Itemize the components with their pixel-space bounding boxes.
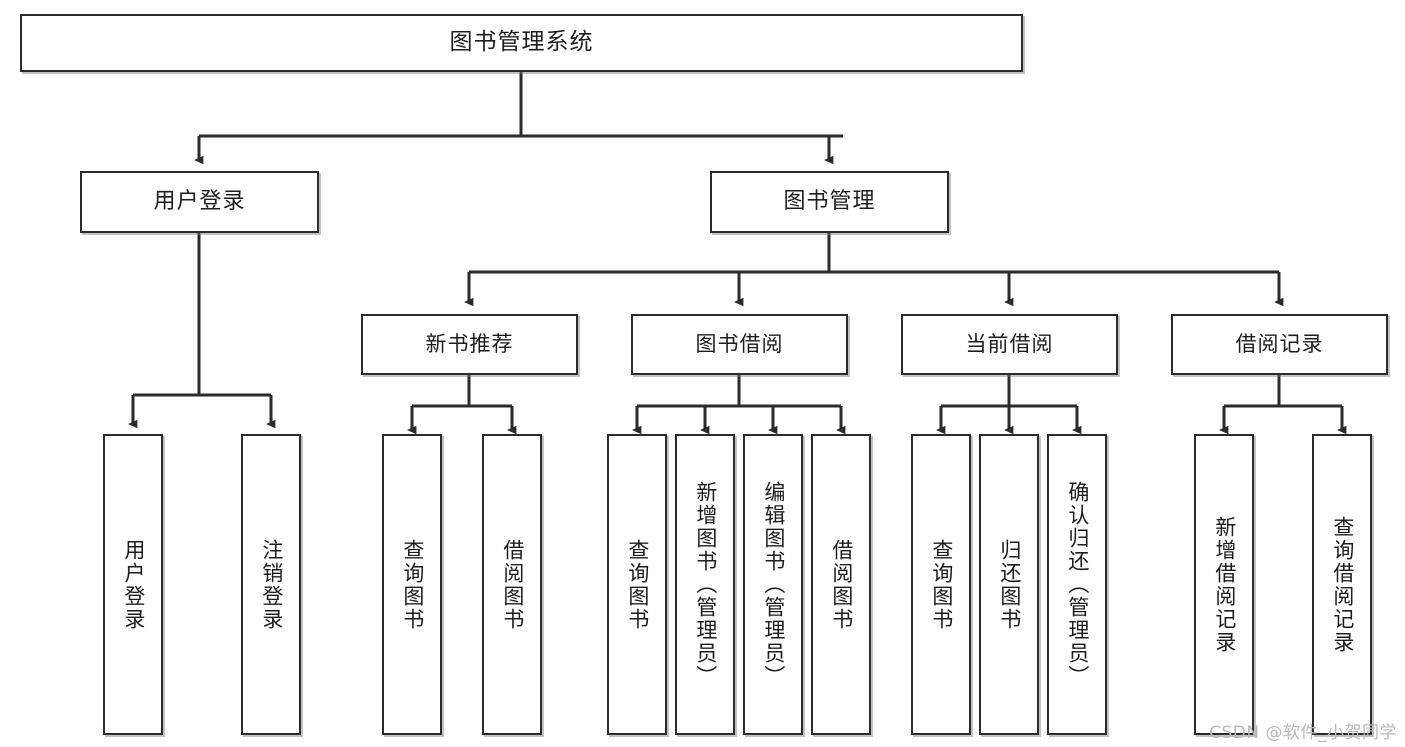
node-label: 新增图书（管理员） (693, 481, 718, 688)
leaf-edit-book-admin[interactable]: 编辑图书（管理员） (743, 434, 803, 735)
node-current-borrow[interactable]: 当前借阅 (901, 314, 1118, 375)
node-label: 借阅图书 (829, 538, 854, 631)
node-label: 图书管理 (783, 188, 876, 214)
node-label: 用户登录 (153, 188, 246, 214)
node-label: 查询借阅记录 (1330, 515, 1355, 654)
csdn-watermark: CSDN @软件_小贺同学 (1209, 723, 1397, 743)
leaf-logout[interactable]: 注销登录 (241, 434, 301, 735)
leaf-query-book-recommend[interactable]: 查询图书 (382, 434, 442, 735)
node-user-login[interactable]: 用户登录 (80, 171, 319, 233)
node-label: 编辑图书（管理员） (761, 481, 786, 688)
node-label: 用户登录 (121, 538, 146, 631)
node-root-system[interactable]: 图书管理系统 (20, 14, 1023, 72)
node-label: 新增借阅记录 (1212, 515, 1237, 654)
leaf-confirm-return-admin[interactable]: 确认归还（管理员） (1047, 434, 1107, 735)
leaf-add-book-admin[interactable]: 新增图书（管理员） (675, 434, 735, 735)
leaf-borrow-book[interactable]: 借阅图书 (811, 434, 871, 735)
node-label: 借阅图书 (500, 538, 525, 631)
node-label: 查询图书 (400, 538, 425, 631)
node-label: 归还图书 (997, 538, 1022, 631)
node-borrow-record[interactable]: 借阅记录 (1171, 314, 1388, 375)
node-label: 当前借阅 (965, 331, 1054, 356)
leaf-query-book-borrow[interactable]: 查询图书 (607, 434, 667, 735)
node-label: 新书推荐 (425, 331, 514, 356)
node-label: 查询图书 (625, 538, 650, 631)
leaf-borrow-book-recommend[interactable]: 借阅图书 (482, 434, 542, 735)
leaf-query-borrow-record[interactable]: 查询借阅记录 (1312, 434, 1372, 735)
node-book-borrow[interactable]: 图书借阅 (631, 314, 848, 375)
node-label: 注销登录 (259, 538, 284, 631)
leaf-query-book-current[interactable]: 查询图书 (911, 434, 971, 735)
leaf-user-login[interactable]: 用户登录 (103, 434, 163, 735)
node-label: 图书管理系统 (449, 29, 594, 56)
node-label: 借阅记录 (1235, 331, 1324, 356)
node-label: 确认归还（管理员） (1065, 481, 1090, 688)
leaf-add-borrow-record[interactable]: 新增借阅记录 (1194, 434, 1254, 735)
node-new-book-recommend[interactable]: 新书推荐 (361, 314, 578, 375)
node-label: 图书借阅 (695, 331, 784, 356)
node-label: 查询图书 (929, 538, 954, 631)
node-book-management[interactable]: 图书管理 (710, 171, 949, 233)
leaf-return-book[interactable]: 归还图书 (979, 434, 1039, 735)
